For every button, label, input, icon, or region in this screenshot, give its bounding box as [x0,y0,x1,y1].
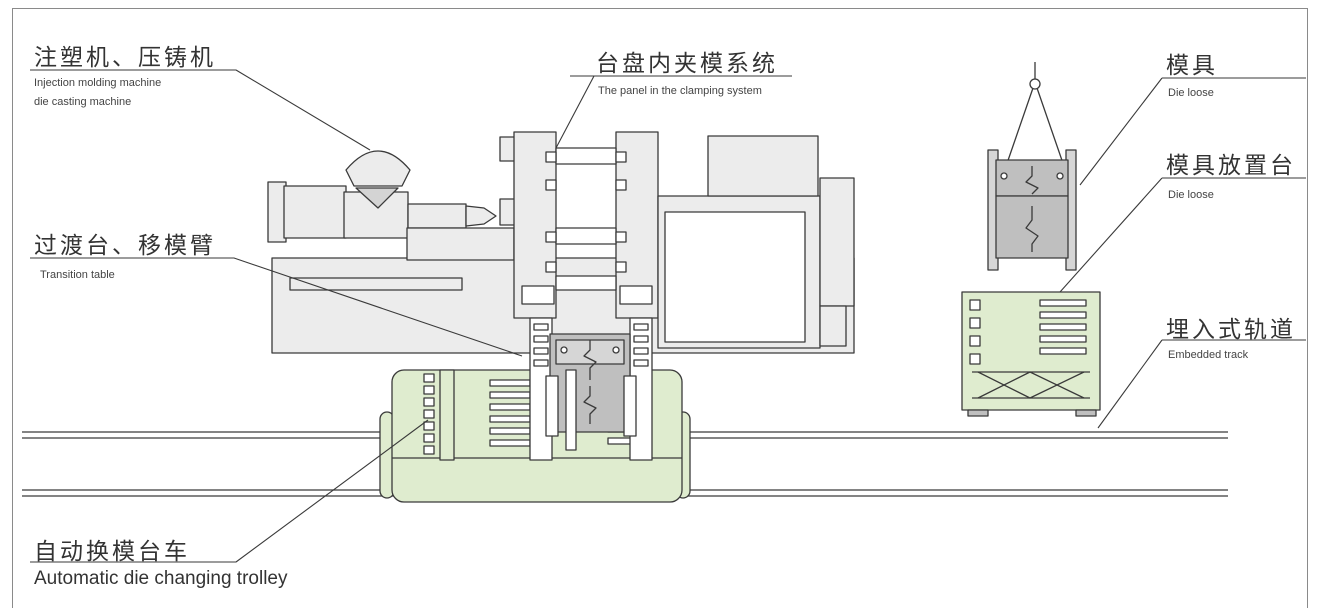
clamping-label-en: The panel in the clamping system [598,85,762,97]
transition-label-zh: 过渡台、移模臂 [34,233,216,259]
trolley-label-en: Automatic die changing trolley [34,568,288,589]
machine-label-zh: 注塑机、压铸机 [34,45,216,71]
die-label-en: Die loose [1168,87,1214,99]
die-rack-label-en: Die loose [1168,189,1214,201]
diagram-frame [12,8,1308,608]
machine-label-en-2: die casting machine [34,96,132,108]
trolley-label-zh: 自动换模台车 [34,539,190,565]
leader-lines [30,69,1306,563]
machine-label-en-1: Injection molding machine [34,77,162,89]
track-label-zh: 埋入式轨道 [1166,317,1296,343]
die-rack-label-zh: 模具放置台 [1166,153,1296,179]
die-changing-trolley [379,317,691,503]
clamping-label-zh: 台盘内夹模系统 [596,51,778,77]
injection-machine [267,131,855,354]
track-label-en: Embedded track [1168,349,1249,361]
die-label-zh: 模具 [1166,53,1218,79]
hanging-die [987,62,1077,271]
die-rack [961,291,1101,417]
transition-label-en: Transition table [40,269,115,281]
